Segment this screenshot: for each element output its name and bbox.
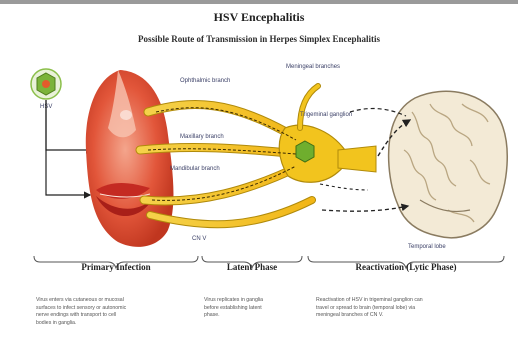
reactivation-path-lower [322,206,408,211]
desc-line: before establishing latent [204,305,300,313]
phase-desc-primary: Virus enters via cutaneous or mucosal su… [36,297,196,327]
latent-virus-icon [296,141,314,162]
hsv-virus-icon [31,69,61,99]
desc-line: phase. [204,312,300,320]
trigeminal-nerve [140,86,376,224]
desc-line: surfaces to infect sensory or autonomic [36,305,196,313]
desc-line: Reactivation of HSV in trigeminal gangli… [316,297,506,305]
entry-arrow-lips [46,100,90,195]
entry-arrow-face [46,100,92,150]
desc-line: bodies in ganglia. [36,320,196,328]
meningeal-branches-label: Meningeal branches [286,64,340,70]
maxillary-branch-label: Maxillary branch [180,134,224,140]
brain-illustration [389,91,508,237]
desc-line: travel or spread to brain (temporal lobe… [316,305,506,313]
temporal-lobe-label: Temporal lobe [408,244,446,250]
ophthalmic-branch-label: Ophthalmic branch [180,78,230,84]
trigeminal-ganglion-label: Trigeminal ganglion [300,112,352,118]
desc-line: meningeal branches of CN V. [316,312,506,320]
reactivation-path-mid [320,184,368,190]
phase-desc-latent: Virus replicates in ganglia before estab… [204,297,300,320]
phase-title-primary: Primary Infection [34,262,198,272]
phase-title-reactivation: Reactivation (Lytic Phase) [308,262,504,272]
cn5-label: CN V [192,236,206,242]
desc-line: Virus replicates in ganglia [204,297,300,305]
desc-line: nerve endings with transport to cell [36,312,196,320]
phase-title-latent: Latent Phase [202,262,302,272]
desc-line: Virus enters via cutaneous or mucosal [36,297,196,305]
mandibular-branch-label: Mandibular branch [170,166,220,172]
phase-desc-reactivation: Reactivation of HSV in trigeminal gangli… [316,297,506,320]
